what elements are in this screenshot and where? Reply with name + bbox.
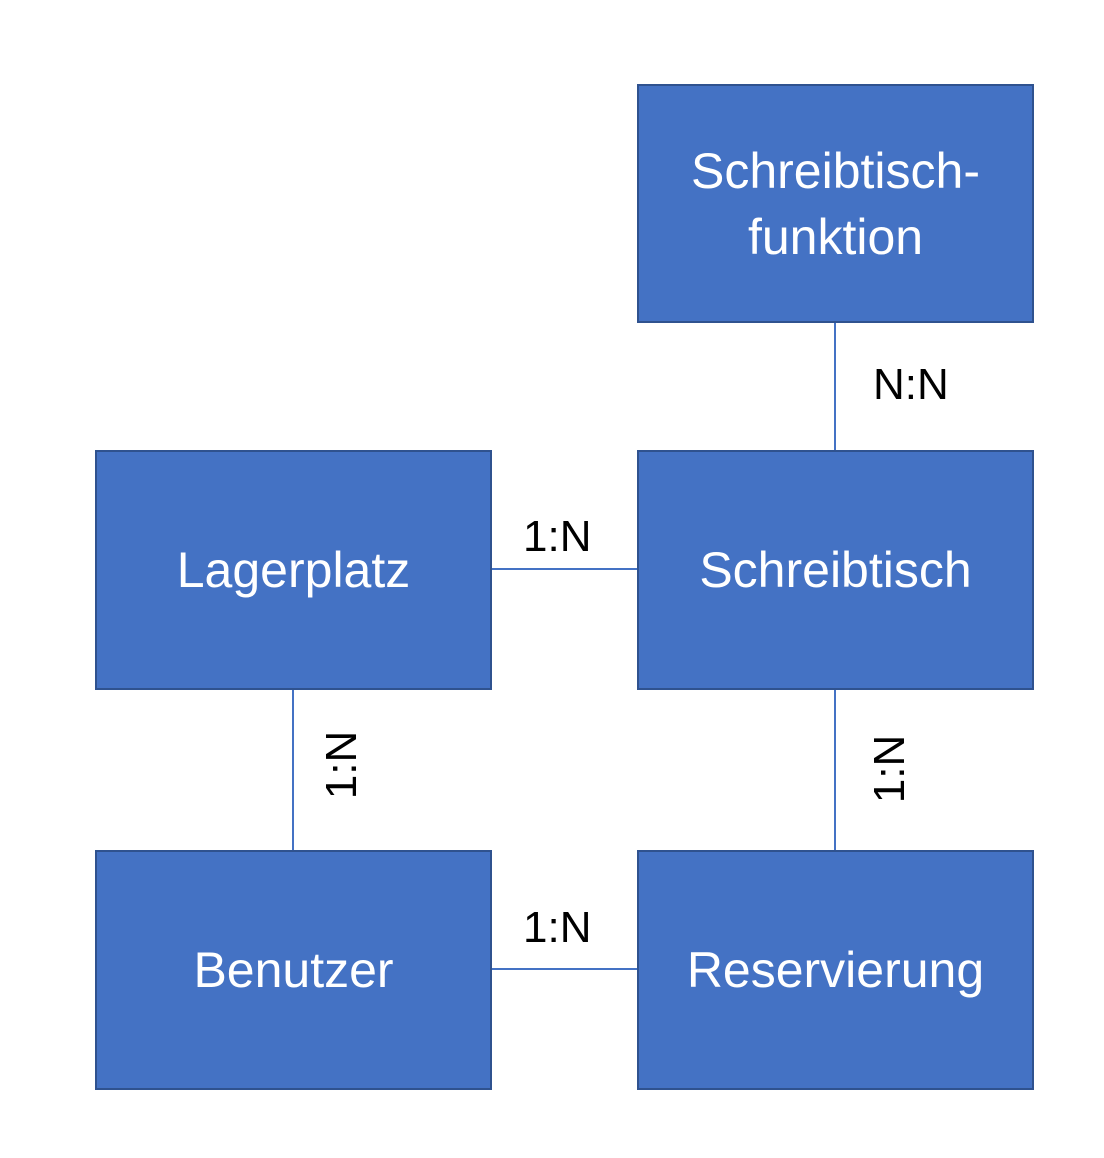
entity-schreibtischfunktion-label: Schreibtisch- funktion <box>691 138 980 270</box>
entity-reservierung-label: Reservierung <box>686 942 985 998</box>
entity-schreibtischfunktion-line1: Schreibtisch- <box>691 142 980 199</box>
entity-schreibtischfunktion-line2: funktion <box>747 208 924 265</box>
entity-schreibtisch: Schreibtisch <box>637 450 1034 690</box>
cardinality-schreibtisch-reservierung: 1:N <box>865 734 915 804</box>
cardinality-lagerplatz-schreibtisch: 1:N <box>523 512 592 561</box>
connector-schreibtisch-reservierung <box>834 689 836 852</box>
cardinality-benutzer-reservierung: 1:N <box>523 903 592 952</box>
cardinality-lagerplatz-benutzer: 1:N <box>317 730 367 800</box>
entity-benutzer-label: Benutzer <box>193 942 394 998</box>
connector-lagerplatz-schreibtisch <box>491 568 639 570</box>
connector-lagerplatz-benutzer <box>292 689 294 852</box>
cardinality-schreibtischfunktion-schreibtisch: N:N <box>873 360 949 409</box>
entity-schreibtischfunktion: Schreibtisch- funktion <box>637 84 1034 323</box>
entity-benutzer: Benutzer <box>95 850 492 1090</box>
entity-schreibtisch-label: Schreibtisch <box>699 542 972 598</box>
entity-reservierung: Reservierung <box>637 850 1034 1090</box>
entity-lagerplatz: Lagerplatz <box>95 450 492 690</box>
connector-benutzer-reservierung <box>491 968 639 970</box>
connector-schreibtischfunktion-schreibtisch <box>834 322 836 452</box>
entity-lagerplatz-label: Lagerplatz <box>176 542 411 598</box>
